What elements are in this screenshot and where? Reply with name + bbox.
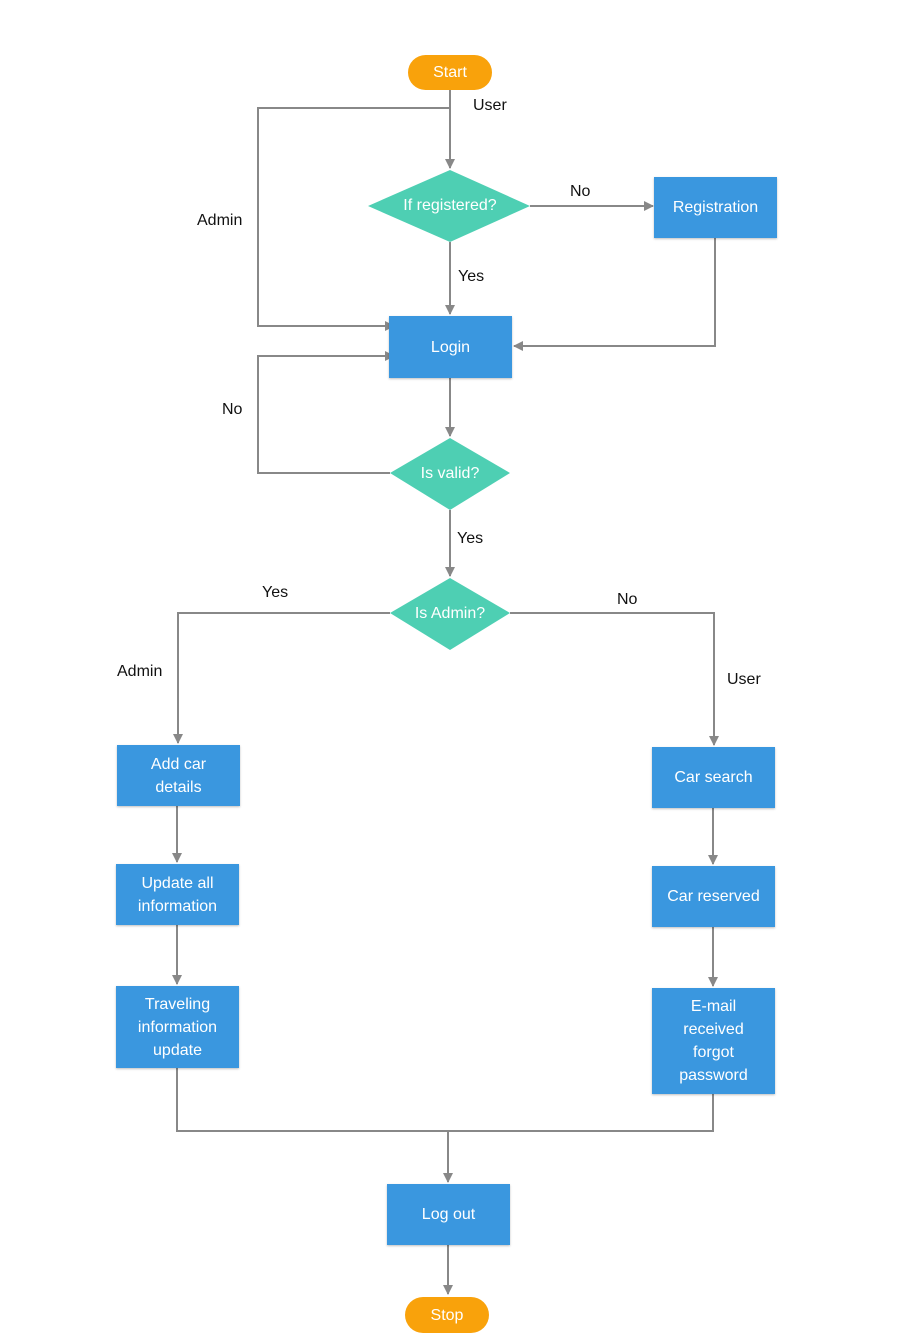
connector-traveling-to-merge xyxy=(176,1068,448,1132)
decision-is-admin-shape xyxy=(390,578,510,650)
edge-label-user-top: User xyxy=(473,97,507,114)
email-received-node: E-mail received forgot password xyxy=(652,988,775,1094)
connector-admin-no xyxy=(510,612,719,746)
connector-valid-no xyxy=(257,351,395,474)
edge-label-yes-admin: Yes xyxy=(262,584,289,601)
edge-label-no-registration: No xyxy=(570,183,591,200)
is-admin-label: Is Admin? xyxy=(414,605,486,622)
connector-registration-to-login xyxy=(513,238,716,351)
is-valid-label: Is valid? xyxy=(420,465,480,482)
edge-label-yes-valid: Yes xyxy=(457,530,484,547)
connector-admin-to-login xyxy=(257,107,450,331)
start-node: Start xyxy=(408,55,492,90)
if-registered-label: If registered? xyxy=(403,197,497,214)
edge-label-no-invalid: No xyxy=(222,401,243,418)
stop-node: Stop xyxy=(405,1297,489,1333)
connector-email-to-merge xyxy=(448,1094,714,1132)
edge-label-user-branch: User xyxy=(727,671,761,688)
car-reserved-node: Car reserved xyxy=(652,866,775,927)
registration-node: Registration xyxy=(654,177,777,238)
log-out-node: Log out xyxy=(387,1184,510,1245)
car-search-node: Car search xyxy=(652,747,775,808)
update-all-information-node: Update all information xyxy=(116,864,239,925)
edge-label-yes-registered: Yes xyxy=(458,268,485,285)
edge-label-no-admin: No xyxy=(617,591,638,608)
decision-is-valid-shape xyxy=(390,438,510,510)
decision-if-registered-shape xyxy=(368,170,530,242)
add-car-details-node: Add car details xyxy=(117,745,240,806)
connector-admin-yes xyxy=(173,612,390,744)
edge-label-admin-branch: Admin xyxy=(117,663,163,680)
edge-label-admin-top: Admin xyxy=(197,212,243,229)
login-node: Login xyxy=(389,316,512,378)
traveling-information-update-node: Traveling information update xyxy=(116,986,239,1068)
